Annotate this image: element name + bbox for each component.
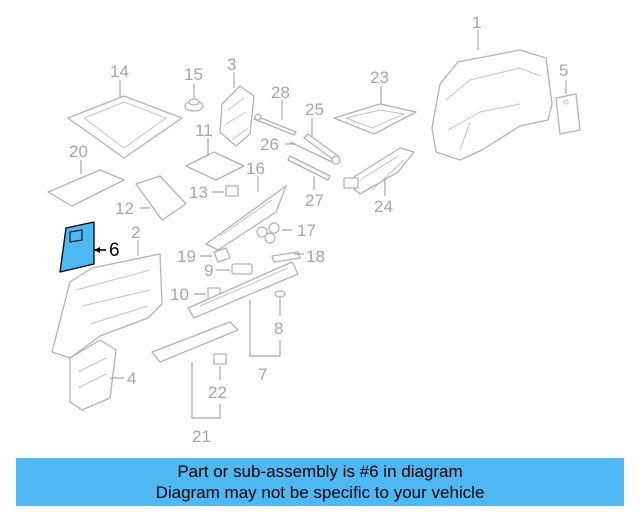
part-28-rod[interactable] — [253, 113, 297, 136]
part-5-panel[interactable] — [555, 93, 581, 135]
part-17-grommets[interactable] — [256, 222, 280, 244]
callout-14: 14 — [110, 62, 129, 81]
callout-24: 24 — [374, 197, 393, 216]
part-3-bracket[interactable] — [219, 85, 255, 147]
callout-22: 22 — [208, 383, 227, 402]
part-26-bar[interactable] — [289, 141, 333, 163]
part-2-quarter-trim[interactable] — [51, 253, 163, 359]
callout-18: 18 — [306, 247, 325, 266]
callout-1: 1 — [472, 13, 481, 32]
cargo-cover[interactable] — [151, 321, 239, 363]
callout-3: 3 — [227, 55, 236, 74]
part-1-quarter-trim[interactable] — [431, 49, 553, 161]
callout-25: 25 — [305, 100, 324, 119]
callout-28: 28 — [271, 83, 290, 102]
part-6-highlighted[interactable] — [59, 221, 95, 273]
part-16-trim[interactable] — [205, 185, 287, 251]
callout-11: 11 — [195, 121, 213, 140]
part-12-cover[interactable] — [135, 175, 187, 221]
rear-sill-plate[interactable] — [187, 261, 299, 319]
banner-line-2: Diagram may not be specific to your vehi… — [155, 483, 485, 502]
callout-7: 7 — [258, 365, 267, 384]
part-23-tray[interactable] — [333, 103, 417, 135]
part-19-clip[interactable] — [213, 247, 231, 263]
callout-12: 12 — [115, 199, 134, 218]
part-9-clip[interactable] — [231, 263, 253, 275]
part-27-handle[interactable] — [287, 155, 331, 181]
part-18-sill[interactable] — [271, 251, 301, 263]
part-11-plate[interactable] — [185, 151, 245, 181]
callout-15: 15 — [184, 65, 203, 84]
part-13-clip[interactable] — [225, 185, 239, 197]
callout-10: 10 — [170, 285, 189, 304]
part-4-bracket[interactable] — [69, 339, 117, 411]
callout-8: 8 — [274, 319, 283, 338]
parts-diagram: 1 5 23 24 25 26 27 28 — [47, 13, 581, 446]
callout-17: 17 — [297, 221, 316, 240]
callout-26: 26 — [260, 135, 279, 154]
info-banner: Part or sub-assembly is #6 in diagram Di… — [16, 458, 624, 506]
part-22-clip[interactable] — [213, 353, 227, 365]
callout-13: 13 — [189, 183, 208, 202]
callout-9: 9 — [204, 261, 213, 280]
callout-27: 27 — [305, 191, 324, 210]
callout-19: 19 — [177, 247, 196, 266]
banner-line-1: Part or sub-assembly is #6 in diagram — [177, 462, 463, 481]
callout-4: 4 — [127, 369, 136, 388]
part-8-clip[interactable] — [274, 290, 286, 298]
callout-6: 6 — [109, 240, 120, 261]
callout-20: 20 — [69, 142, 88, 161]
part-25-wrench[interactable] — [303, 133, 341, 165]
callout-16: 16 — [246, 159, 265, 178]
part-14-mat[interactable] — [67, 95, 183, 159]
callout-23: 23 — [370, 68, 389, 87]
part-20-panel[interactable] — [47, 169, 125, 207]
part-15-clip[interactable] — [184, 98, 204, 112]
callout-21: 21 — [192, 427, 211, 446]
callout-5: 5 — [559, 61, 568, 80]
part-24-jack[interactable] — [343, 147, 415, 195]
callout-2: 2 — [131, 223, 140, 242]
